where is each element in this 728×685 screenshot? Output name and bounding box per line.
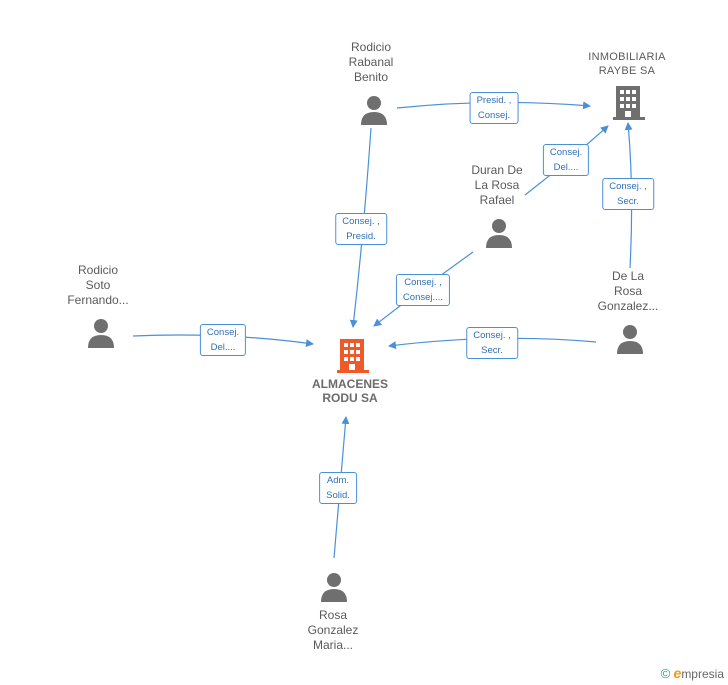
relation-badge[interactable]: Consej. , Presid. bbox=[335, 213, 387, 245]
relation-line: Consej. bbox=[477, 110, 511, 121]
label-line: Soto bbox=[85, 278, 111, 292]
relation-line: Consej. bbox=[206, 327, 240, 338]
relation-line: Consej.... bbox=[402, 292, 444, 303]
label-line: Rosa bbox=[613, 284, 643, 298]
label-line: Rosa bbox=[318, 608, 348, 622]
relation-line: Adm. bbox=[326, 475, 350, 486]
relation-line: Del.... bbox=[553, 162, 579, 173]
label-line: RAYBE SA bbox=[598, 65, 656, 77]
node-label-de-la-rosa[interactable]: De La Rosa Gonzalez... bbox=[598, 269, 659, 314]
label-line: Gonzalez... bbox=[597, 299, 659, 313]
building-icon[interactable] bbox=[337, 337, 369, 373]
empresia-logo: © empresia bbox=[661, 665, 724, 681]
person-icon[interactable] bbox=[320, 572, 348, 602]
node-label-rodicio-soto[interactable]: Rodicio Soto Fernando... bbox=[67, 263, 128, 308]
relation-line: Consej. bbox=[549, 147, 583, 158]
copyright-icon: © bbox=[660, 666, 671, 681]
relation-line: Solid. bbox=[326, 490, 350, 501]
relation-line: Consej. , bbox=[342, 216, 380, 227]
relation-badge[interactable]: Presid. , Consej. bbox=[469, 92, 519, 124]
label-line: ALMACENES bbox=[311, 377, 389, 391]
relation-line: Presid. bbox=[346, 231, 376, 242]
person-icon[interactable] bbox=[485, 218, 513, 248]
node-label-rodicio-rabanal[interactable]: Rodicio Rabanal Benito bbox=[349, 40, 394, 85]
node-label-almacenes[interactable]: ALMACENES RODU SA bbox=[312, 377, 388, 405]
label-line: Duran De bbox=[471, 163, 523, 177]
label-line: Rodicio bbox=[350, 40, 392, 54]
label-line: Fernando... bbox=[67, 293, 129, 307]
person-icon[interactable] bbox=[87, 318, 115, 348]
relation-badge[interactable]: Consej. , Secr. bbox=[466, 327, 518, 359]
label-line: Rabanal bbox=[348, 55, 394, 69]
label-line: Rodicio bbox=[77, 263, 119, 277]
relation-line: Secr. bbox=[617, 196, 639, 207]
label-line: Maria... bbox=[312, 638, 354, 652]
person-icon[interactable] bbox=[616, 324, 644, 354]
label-line: RODU SA bbox=[322, 391, 378, 405]
brand-name: mpresia bbox=[681, 667, 724, 681]
relation-badge[interactable]: Consej. , Consej.... bbox=[395, 274, 451, 306]
label-line: Benito bbox=[353, 70, 389, 84]
relation-line: Consej. , bbox=[404, 277, 442, 288]
building-icon[interactable] bbox=[613, 84, 645, 120]
relation-badge[interactable]: Adm. Solid. bbox=[319, 472, 357, 504]
relation-badge[interactable]: Consej. Del.... bbox=[542, 144, 590, 176]
relation-line: Consej. , bbox=[609, 181, 647, 192]
label-line: INMOBILIARIA bbox=[588, 51, 666, 63]
relation-line: Consej. , bbox=[473, 330, 511, 341]
relation-badge[interactable]: Consej. Del.... bbox=[199, 324, 247, 356]
relation-badge[interactable]: Consej. , Secr. bbox=[602, 178, 654, 210]
label-line: Gonzalez bbox=[307, 623, 359, 637]
brand-initial: e bbox=[673, 665, 682, 681]
node-label-rosa-gonzalez[interactable]: Rosa Gonzalez Maria... bbox=[308, 608, 359, 653]
node-label-inmobiliaria[interactable]: INMOBILIARIA RAYBE SA bbox=[588, 50, 666, 78]
label-line: De La bbox=[611, 269, 645, 283]
node-label-duran[interactable]: Duran De La Rosa Rafael bbox=[471, 163, 522, 208]
person-icon[interactable] bbox=[360, 95, 388, 125]
relation-line: Secr. bbox=[481, 345, 503, 356]
relation-line: Presid. , bbox=[476, 95, 512, 106]
label-line: Rafael bbox=[479, 193, 515, 207]
label-line: La Rosa bbox=[474, 178, 520, 192]
relation-line: Del.... bbox=[210, 342, 236, 353]
